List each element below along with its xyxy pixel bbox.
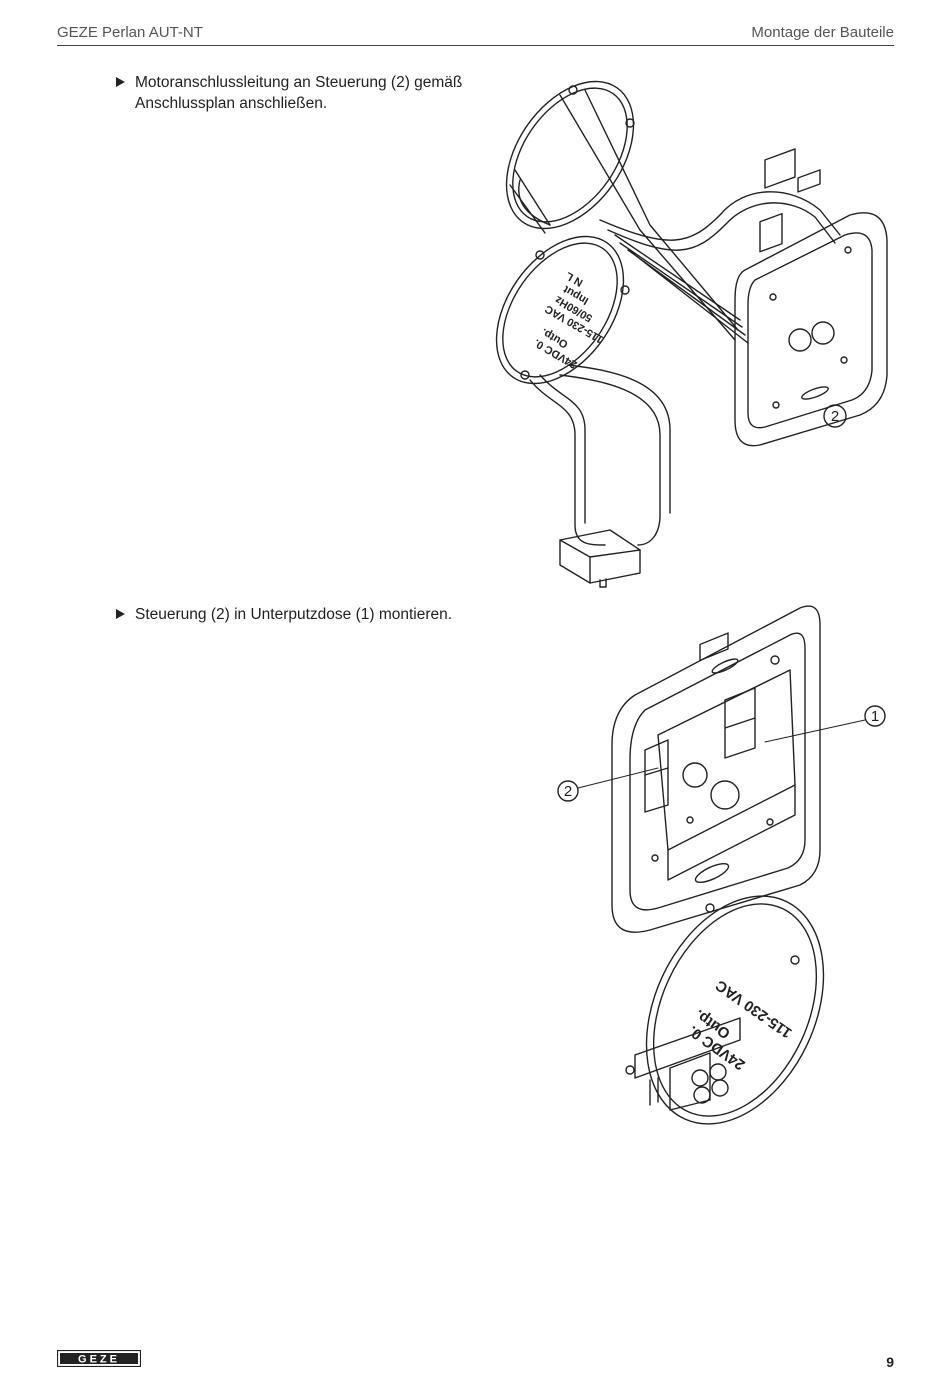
bullet-triangle-icon — [116, 609, 125, 619]
fig2-callout-2: 2 — [564, 783, 572, 800]
figure-cable-connection: 24VDC 0. Outp. 115-230 VAC 50/60Hz Input… — [495, 80, 888, 588]
bullet-triangle-icon — [116, 77, 125, 87]
page-number: 9 — [886, 1354, 894, 1370]
geze-logo: GEZE — [57, 1350, 141, 1367]
geze-logo-text: GEZE — [78, 1354, 120, 1366]
step-1-text: Motoranschlussleitung an Steuerung (2) g… — [135, 74, 463, 112]
header-rule — [57, 45, 894, 46]
header-document-title: GEZE Perlan AUT-NT — [57, 24, 203, 41]
step-1: Motoranschlussleitung an Steuerung (2) g… — [116, 72, 476, 114]
fig2-callout-1: 1 — [871, 708, 879, 725]
header-section-title: Montage der Bauteile — [751, 24, 894, 41]
fig1-callout-2: 2 — [831, 408, 839, 425]
step-2: Steuerung (2) in Unterputzdose (1) monti… — [116, 604, 476, 625]
figure-mounting-flush-box: 1 2 24VDC 0. Outp. 115-230 VAC — [557, 605, 886, 1125]
step-2-text: Steuerung (2) in Unterputzdose (1) monti… — [135, 606, 453, 623]
